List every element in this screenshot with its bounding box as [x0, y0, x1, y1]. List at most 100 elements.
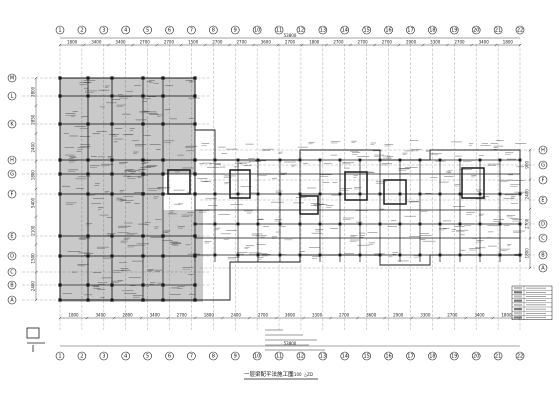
core-frame-3 — [383, 179, 407, 205]
column-116 — [478, 158, 482, 162]
dim-left-tick-4 — [34, 187, 38, 191]
column-40 — [161, 76, 165, 80]
dim-top-tick-6 — [203, 43, 207, 47]
column-27 — [110, 254, 114, 258]
slab-region-upper-left — [60, 78, 195, 174]
dim-bottom-tick-8 — [275, 316, 278, 320]
dim-bottom-label-3: 3400 — [150, 313, 161, 318]
column-82 — [298, 222, 302, 226]
column-79 — [278, 253, 282, 257]
column-60 — [193, 158, 197, 162]
dim-bottom-tick-1 — [85, 316, 89, 320]
column-10 — [86, 76, 90, 80]
axis-right-A-label: A — [541, 266, 545, 272]
column-121 — [498, 192, 502, 196]
column-markers — [58, 76, 522, 302]
column-51 — [193, 94, 197, 98]
column-63 — [193, 253, 197, 257]
dim-top-label-2: 3400 — [115, 40, 126, 45]
axis-left-E-circle — [7, 231, 17, 241]
column-16 — [86, 234, 90, 238]
dim-bottom-label-11: 3600 — [366, 313, 377, 318]
axis-top-22-label: 22 — [517, 28, 523, 34]
legend-swatch-4 — [514, 303, 522, 306]
dim-top-label-3: 2700 — [140, 40, 151, 45]
column-45 — [161, 192, 165, 196]
column-9 — [58, 298, 62, 302]
column-112 — [458, 158, 462, 162]
column-126 — [518, 222, 522, 226]
axis-right-G-label: G — [541, 163, 545, 169]
axis-top-16-circle — [384, 25, 393, 35]
dim-top-tick-10 — [300, 43, 304, 47]
dim-top-label-15: 3300 — [430, 40, 441, 45]
axis-bottom-22-label: 22 — [517, 354, 523, 360]
dim-top-tick-0 — [58, 43, 62, 47]
core-frame-1 — [229, 169, 251, 199]
column-50 — [193, 76, 197, 80]
axis-bottom-1-circle — [55, 351, 65, 361]
dim-top-label-14: 2900 — [406, 40, 417, 45]
dim-right-label-0: 900 — [525, 160, 530, 168]
column-13 — [86, 158, 90, 162]
dim-top-tick-4 — [155, 43, 159, 47]
column-26 — [110, 234, 114, 238]
dim-top-total-label: 53800 — [284, 33, 297, 38]
axis-left-F-circle — [7, 189, 17, 199]
column-19 — [86, 298, 90, 302]
axis-bottom-21-label: 21 — [495, 354, 501, 360]
axis-bottom-21-circle — [493, 351, 503, 361]
column-61 — [193, 192, 197, 196]
column-58 — [193, 283, 197, 287]
column-118 — [478, 222, 482, 226]
axis-bottom-17-label: 17 — [407, 354, 413, 360]
dim-top-tick-1 — [82, 43, 86, 47]
column-107 — [418, 253, 422, 257]
axis-left-L-circle — [7, 91, 17, 101]
axis-top-19-circle — [449, 25, 459, 35]
axis-top-18-circle — [428, 25, 437, 35]
axis-left-K-label: K — [10, 122, 14, 128]
column-101 — [398, 192, 402, 196]
dim-right-tick-1 — [528, 178, 532, 181]
axis-bottom-18-label: 18 — [429, 354, 435, 360]
axis-right-B-label: B — [541, 253, 545, 259]
axis-top-14-circle — [340, 25, 350, 35]
dim-top-label-7: 2700 — [236, 40, 247, 45]
column-7 — [58, 254, 62, 258]
axis-top-10-circle — [252, 25, 262, 35]
axis-right-E-circle — [538, 195, 548, 205]
dim-left-tick-5 — [34, 215, 38, 219]
axis-top-6-label: 6 — [168, 28, 171, 34]
column-67 — [213, 253, 217, 257]
dim-bottom-label-15: 3400 — [474, 313, 485, 318]
dim-bottom-tick-4 — [166, 316, 170, 320]
dim-top-tick-19 — [518, 43, 522, 47]
column-30 — [141, 76, 145, 80]
column-59 — [193, 298, 197, 302]
column-99 — [378, 253, 382, 257]
column-65 — [213, 192, 217, 196]
dim-top-label-16: 2700 — [454, 40, 465, 45]
axis-top-11-circle — [274, 25, 284, 35]
axis-left-G-circle — [7, 169, 17, 179]
column-86 — [318, 222, 322, 226]
axis-top-19-label: 19 — [451, 28, 457, 34]
column-91 — [338, 253, 342, 257]
column-77 — [278, 192, 282, 196]
dim-top-label-12: 2700 — [358, 40, 369, 45]
axis-top-12-label: 12 — [298, 28, 304, 34]
column-94 — [358, 222, 362, 226]
axis-top-9-label: 9 — [234, 28, 237, 34]
axis-left-E-label: E — [10, 234, 13, 240]
dim-bottom-label-13: 3300 — [420, 313, 431, 318]
column-24 — [110, 172, 114, 176]
column-5 — [58, 192, 62, 196]
dim-right-label-1: 2400 — [525, 189, 530, 200]
axis-top-3-circle — [99, 25, 109, 35]
dim-left-tick-3 — [34, 159, 38, 163]
column-103 — [398, 253, 402, 257]
column-92 — [358, 158, 362, 162]
